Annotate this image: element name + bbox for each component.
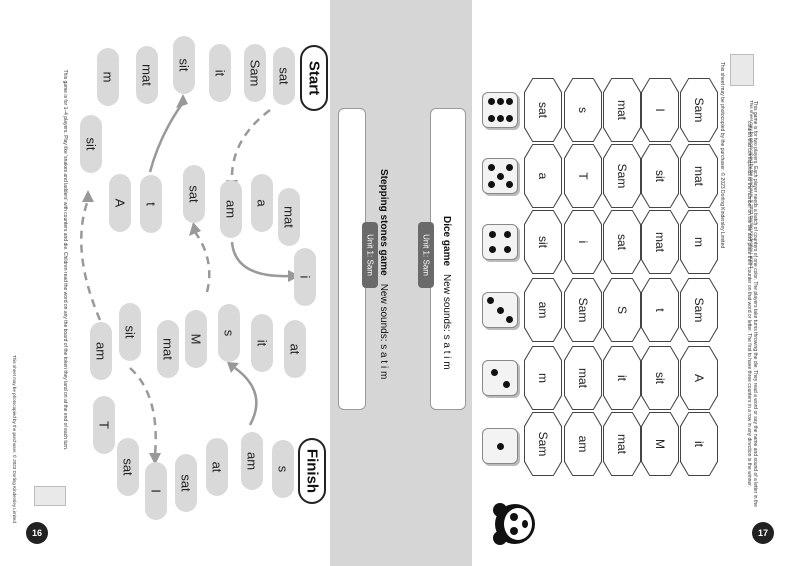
start-label: Start xyxy=(300,45,328,111)
dice-game-title-panel xyxy=(430,108,466,410)
word-cell[interactable]: sit xyxy=(524,210,562,274)
stepping-stone: s xyxy=(272,440,294,498)
curved-arrow-icon xyxy=(193,231,211,293)
die-four xyxy=(482,224,518,260)
stepping-stone: mat xyxy=(157,320,179,378)
word-cell[interactable]: Sam xyxy=(680,278,718,342)
stepping-stone: t xyxy=(140,175,162,233)
word-cell[interactable]: m xyxy=(680,210,718,274)
panda-face-icon xyxy=(493,503,535,545)
word-cell[interactable]: Sam xyxy=(603,144,641,208)
die-three xyxy=(482,292,518,328)
die-two xyxy=(482,360,518,396)
word-cell[interactable]: m xyxy=(524,346,562,410)
curved-arrow-icon xyxy=(148,103,184,173)
right-instructions-line1: This sheet may be photocopied by the pur… xyxy=(719,61,725,249)
stepping-stone: sat xyxy=(175,454,197,512)
stepping-stone: m xyxy=(97,48,119,106)
right-page: sat s mat I Sam a T Sam sit mat sit i sa… xyxy=(472,0,800,566)
center-gutter: Unit 1: Sam Stepping stones gameNew soun… xyxy=(330,0,472,566)
word-cell[interactable]: mat xyxy=(603,78,641,142)
curved-arrow-icon xyxy=(230,109,271,183)
unit-tab-left: Unit 1: Sam xyxy=(362,222,378,288)
die-six xyxy=(482,92,518,128)
stepping-stone: mat xyxy=(136,46,158,104)
page-number-right: 17 xyxy=(752,522,774,544)
word-cell[interactable]: sit xyxy=(641,144,679,208)
curved-arrow-icon xyxy=(80,199,102,321)
stepping-stone: sat xyxy=(183,165,205,223)
word-cell[interactable]: sat xyxy=(603,210,641,274)
stepping-stone: it xyxy=(209,44,231,102)
stepping-stone: at xyxy=(206,438,228,496)
stepping-stone: a xyxy=(251,174,273,232)
unit-tab-right: Unit 1: Sam xyxy=(418,222,434,288)
right-footer-note: This sheet may be photocopied by the pur… xyxy=(749,100,755,268)
word-cell[interactable]: mat xyxy=(564,346,602,410)
stepping-stone: sat xyxy=(273,47,295,105)
stepping-stone: am xyxy=(241,432,263,490)
stepping-stone: A xyxy=(109,174,131,232)
word-cell[interactable]: Sam xyxy=(524,412,562,476)
book-cover-thumbnail-icon xyxy=(730,54,754,86)
stepping-stone: I xyxy=(145,462,167,520)
stepping-stone: sit xyxy=(119,303,141,361)
curved-arrow-icon xyxy=(234,366,258,426)
word-cell[interactable]: it xyxy=(680,412,718,476)
stepping-stone: it xyxy=(251,314,273,372)
stepping-stones-title-panel xyxy=(338,108,366,410)
stepping-stone: mat xyxy=(278,188,300,246)
word-cell[interactable]: S xyxy=(603,278,641,342)
left-page: 16 This game is for 1–4 players. Play li… xyxy=(0,0,330,566)
word-cell[interactable]: a xyxy=(524,144,562,208)
curved-arrow-icon xyxy=(230,241,291,278)
stepping-stone: i xyxy=(294,248,316,306)
word-cell[interactable]: T xyxy=(564,144,602,208)
word-cell[interactable]: mat xyxy=(603,412,641,476)
word-cell[interactable]: mat xyxy=(641,210,679,274)
die-one xyxy=(482,428,518,464)
stepping-stone: sat xyxy=(117,438,139,496)
stepping-stone: am xyxy=(90,322,112,380)
word-cell[interactable]: t xyxy=(641,278,679,342)
word-cell[interactable]: Sam xyxy=(680,78,718,142)
stepping-stone: s xyxy=(218,304,240,362)
book-cover-thumbnail-icon xyxy=(34,486,66,506)
stepping-stone: sit xyxy=(80,115,102,173)
word-cell[interactable]: sit xyxy=(641,346,679,410)
word-cell[interactable]: mat xyxy=(680,144,718,208)
word-cell[interactable]: i xyxy=(564,210,602,274)
stepping-stones-title: Stepping stones gameNew sounds: s a t i … xyxy=(378,169,389,380)
word-cell[interactable]: M xyxy=(641,412,679,476)
word-cell[interactable]: sat xyxy=(524,78,562,142)
stepping-stone: sit xyxy=(173,36,195,94)
word-cell[interactable]: s xyxy=(564,78,602,142)
word-cell[interactable]: am xyxy=(524,278,562,342)
finish-label: Finish xyxy=(298,438,326,504)
dice-game-title: Dice gameNew sounds: s a t i m xyxy=(441,216,452,370)
stepping-stone: Sam xyxy=(244,44,266,102)
word-cell[interactable]: A xyxy=(680,346,718,410)
page-number-left: 16 xyxy=(26,522,48,544)
word-cell[interactable]: am xyxy=(564,412,602,476)
stepping-stone: M xyxy=(185,310,207,368)
word-cell[interactable]: it xyxy=(603,346,641,410)
stepping-stone: am xyxy=(220,180,242,238)
die-five xyxy=(482,158,518,194)
word-cell[interactable]: Sam xyxy=(564,278,602,342)
stepping-stone: T xyxy=(93,396,115,454)
word-cell[interactable]: I xyxy=(641,78,679,142)
stepping-stone: at xyxy=(284,320,306,378)
